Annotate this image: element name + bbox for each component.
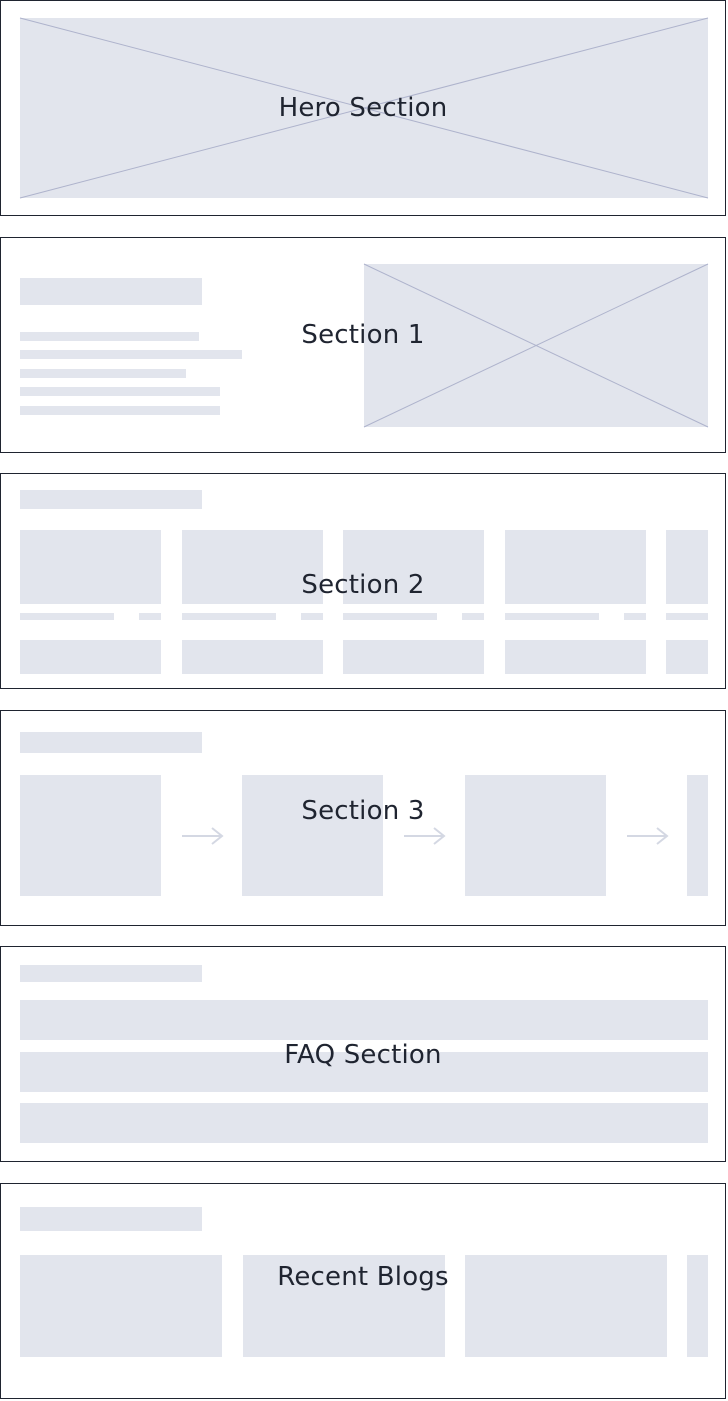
step-placeholder xyxy=(687,775,708,896)
faq-item-placeholder xyxy=(20,1052,708,1092)
blog-card-placeholder xyxy=(465,1255,667,1357)
card-line-placeholder xyxy=(301,613,323,620)
card-image-placeholder xyxy=(666,530,708,604)
card-line-placeholder xyxy=(20,613,114,620)
faq-item-placeholder xyxy=(20,1000,708,1040)
arrow-right-icon xyxy=(627,827,669,845)
blog-card-placeholder xyxy=(243,1255,445,1357)
card-line-placeholder xyxy=(505,613,599,620)
section-2: Section 2 xyxy=(0,473,726,689)
card-button-placeholder xyxy=(343,640,484,674)
step-placeholder xyxy=(20,775,161,896)
card-image-placeholder xyxy=(182,530,323,604)
card-line-placeholder xyxy=(462,613,484,620)
hero-image-cross-icon xyxy=(19,17,709,199)
card-button-placeholder xyxy=(505,640,646,674)
faq-item-placeholder xyxy=(20,1103,708,1143)
heading-placeholder xyxy=(20,278,202,305)
heading-placeholder xyxy=(20,732,202,753)
card-line-placeholder xyxy=(666,613,708,620)
step-placeholder xyxy=(242,775,383,896)
card-line-placeholder xyxy=(343,613,437,620)
card-image-placeholder xyxy=(20,530,161,604)
card-line-placeholder xyxy=(139,613,161,620)
text-line-placeholder xyxy=(20,369,186,378)
arrow-right-icon xyxy=(404,827,446,845)
heading-placeholder xyxy=(20,965,202,982)
image-cross-icon xyxy=(363,263,709,428)
text-line-placeholder xyxy=(20,350,242,359)
hero-section: Hero Section xyxy=(0,0,726,216)
arrow-right-icon xyxy=(182,827,224,845)
text-line-placeholder xyxy=(20,406,220,415)
card-line-placeholder xyxy=(624,613,646,620)
card-button-placeholder xyxy=(666,640,708,674)
recent-blogs-section: Recent Blogs xyxy=(0,1183,726,1399)
card-image-placeholder xyxy=(505,530,646,604)
card-button-placeholder xyxy=(20,640,161,674)
blog-card-placeholder xyxy=(687,1255,708,1357)
text-line-placeholder xyxy=(20,332,199,341)
heading-placeholder xyxy=(20,490,202,509)
step-placeholder xyxy=(465,775,606,896)
card-image-placeholder xyxy=(343,530,484,604)
section-3: Section 3 xyxy=(0,710,726,926)
blog-card-placeholder xyxy=(20,1255,222,1357)
faq-section: FAQ Section xyxy=(0,946,726,1162)
text-line-placeholder xyxy=(20,387,220,396)
card-line-placeholder xyxy=(182,613,276,620)
card-button-placeholder xyxy=(182,640,323,674)
heading-placeholder xyxy=(20,1207,202,1231)
section-1: Section 1 xyxy=(0,237,726,453)
